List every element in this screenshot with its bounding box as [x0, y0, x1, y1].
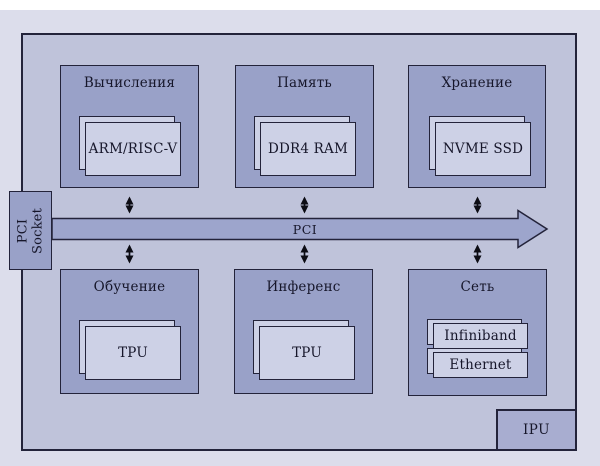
card-label: TPU [118, 345, 148, 361]
card-nvme-ssd: NVME SSD [435, 122, 531, 176]
block-network-title: Сеть [460, 279, 495, 295]
card-stack: Infiniband [427, 319, 528, 349]
block-memory: Память DDR4 RAM [235, 65, 374, 188]
block-storage: Хранение NVME SSD [408, 65, 546, 188]
block-compute-title: Вычисления [83, 75, 176, 91]
block-memory-title: Память [277, 75, 332, 91]
card-stack: Ethernet [427, 348, 528, 378]
card-label: NVME SSD [442, 141, 524, 157]
card-ddr4-ram: DDR4 RAM [260, 122, 356, 176]
card-label: ARM/RISC-V [88, 141, 178, 157]
pci-bus-label: PCI [292, 222, 318, 237]
pci-socket-label-line1: PCI [14, 218, 30, 243]
card-label: DDR4 RAM [267, 141, 349, 157]
card-label: Infiniband [444, 328, 517, 344]
block-training-title: Обучение [93, 279, 166, 295]
block-inference-title: Инференс [266, 279, 341, 295]
card-label: Ethernet [449, 357, 512, 373]
pci-socket-label-line2: Socket [29, 207, 45, 254]
ipu-label: IPU [522, 422, 551, 438]
top-margin-strip [0, 0, 600, 10]
card-stack: ARM/RISC-V [79, 116, 181, 176]
card-tpu-training: TPU [85, 326, 181, 380]
card-ethernet: Ethernet [433, 352, 528, 378]
card-arm-risc-v: ARM/RISC-V [85, 122, 181, 176]
block-inference: Инференс TPU [234, 269, 373, 394]
card-stack: NVME SSD [429, 116, 531, 176]
block-training: Обучение TPU [60, 269, 199, 394]
card-label: TPU [292, 345, 322, 361]
block-network: Сеть Infiniband Ethernet [408, 269, 547, 396]
pci-socket-box: PCI Socket [9, 191, 52, 270]
pci-socket-label: PCI Socket [9, 191, 52, 270]
ipu-corner-box: IPU [496, 409, 577, 451]
card-stack: TPU [79, 320, 181, 380]
card-tpu-inference: TPU [259, 326, 355, 380]
block-storage-title: Хранение [441, 75, 513, 91]
card-stack: TPU [253, 320, 355, 380]
card-infiniband: Infiniband [433, 323, 528, 349]
card-stack: DDR4 RAM [254, 116, 356, 176]
block-compute: Вычисления ARM/RISC-V [60, 65, 199, 188]
